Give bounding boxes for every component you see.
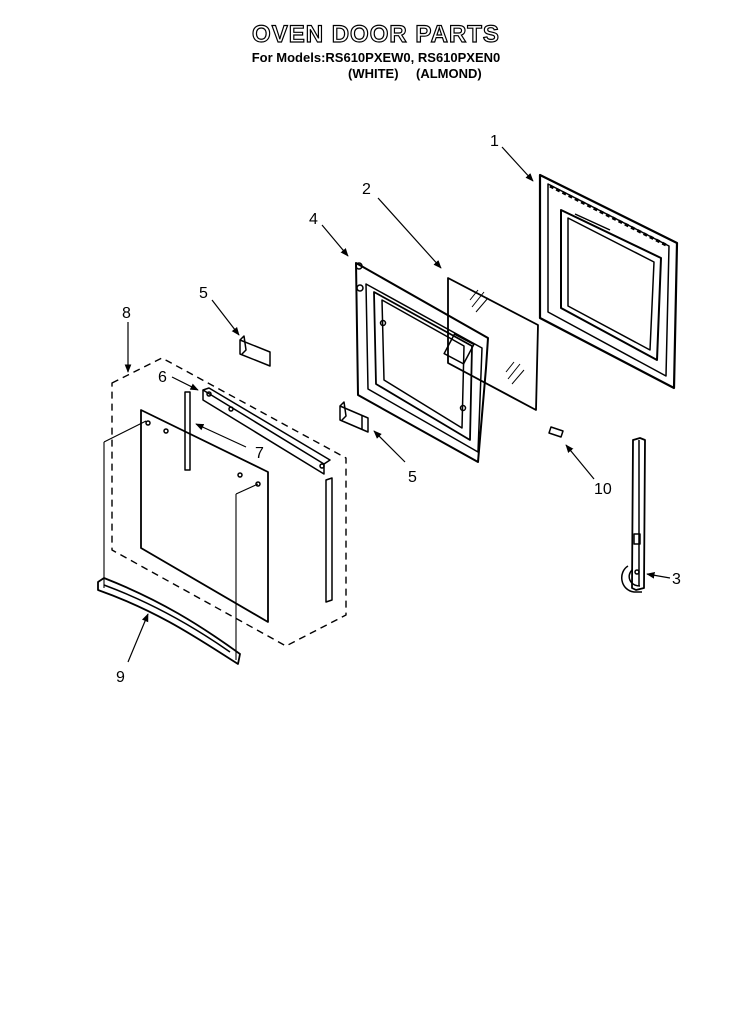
callout-4: 4 <box>309 211 318 228</box>
leader-9 <box>127 613 149 663</box>
outer-glass-sheet <box>140 409 269 623</box>
callout-8: 8 <box>122 305 131 322</box>
leader-1 <box>501 146 534 182</box>
leader-6 <box>171 376 199 391</box>
callout-leader-arrows <box>124 146 671 663</box>
page-title: OVEN DOOR PARTS <box>251 21 500 48</box>
assembly-leader-lines <box>103 420 259 660</box>
part-4-inner-door-frame <box>355 262 489 463</box>
callout-10: 10 <box>594 481 612 498</box>
leader-10 <box>565 444 595 480</box>
callout-2: 2 <box>362 181 371 198</box>
leader-5b <box>373 430 406 463</box>
leader-5a <box>211 299 240 336</box>
part-2-glass-panel <box>447 277 539 411</box>
part-7-left-strip <box>184 391 191 471</box>
part-1-outer-door-panel <box>538 173 679 390</box>
leader-4 <box>321 224 349 257</box>
callout-7: 7 <box>255 445 264 462</box>
leader-3 <box>646 571 671 579</box>
color-label-white: (WHITE) <box>348 66 399 81</box>
callout-1: 1 <box>490 133 499 150</box>
callout-6: 6 <box>158 369 167 386</box>
leader-2 <box>377 197 442 269</box>
callout-numbers: 1 2 3 4 5 5 6 7 8 9 10 <box>116 133 681 686</box>
part-7-right-strip <box>325 477 333 603</box>
leader-7 <box>195 423 247 448</box>
callout-9: 9 <box>116 669 125 686</box>
color-label-almond: (ALMOND) <box>416 66 482 81</box>
model-numbers: For Models:RS610PXEW0, RS610PXEN0 <box>251 50 501 65</box>
diagram-header: OVEN DOOR PARTS For Models:RS610PXEW0, R… <box>0 21 752 65</box>
callout-3: 3 <box>672 571 681 588</box>
callout-5-lower: 5 <box>408 469 417 486</box>
callout-5-upper: 5 <box>199 285 208 302</box>
part-5-lower-clip <box>339 401 369 433</box>
part-9-handle <box>97 577 241 665</box>
part-5-upper-clip <box>239 335 271 367</box>
part-6-top-bracket <box>202 387 331 475</box>
part-10-small-clip <box>548 426 564 438</box>
part-8-dashed-assembly-outline <box>111 357 347 647</box>
part-3-hinge <box>621 437 646 593</box>
